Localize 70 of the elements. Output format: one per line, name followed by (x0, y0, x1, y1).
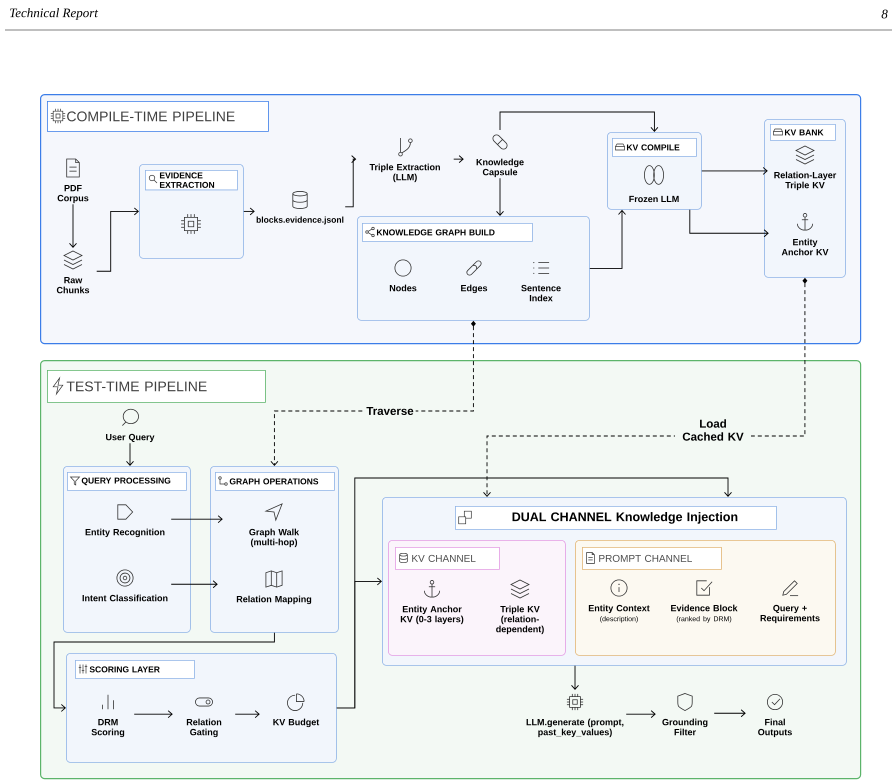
panel-heading: DUAL CHANNEL Knowledge Injection (455, 506, 777, 530)
step-label: blocks.evidence.jsonl (256, 216, 344, 224)
panel-heading: KV BANK (770, 124, 836, 141)
box-label: Frozen LLM (629, 196, 679, 202)
panel-heading: QUERY PROCESSING (67, 472, 187, 491)
arrow (496, 178, 504, 216)
step-label: Raw Chunks (56, 277, 90, 294)
step-label: Final Outputs (758, 718, 792, 738)
edge-label: Load Cached KV (675, 417, 751, 443)
step-label: Triple KV (relation-dependent) (496, 606, 544, 634)
panel (66, 653, 337, 763)
panel (607, 132, 702, 210)
panel-heading: EVIDENCE EXTRACTION (145, 170, 238, 190)
panel (575, 540, 836, 656)
step-label: Triple Extraction (LLM) (370, 164, 440, 182)
arrow (500, 112, 658, 132)
arrow (234, 710, 260, 718)
arrow (69, 204, 77, 248)
page-number: 8 (882, 10, 888, 18)
panel-heading: SCORING LAYER (75, 660, 195, 679)
arrow (689, 209, 769, 238)
step-label: Entity Recognition (86, 528, 164, 538)
arrow (336, 478, 732, 708)
step-label: Entity Anchor KV (0-3 layers) (400, 606, 464, 624)
arrow (96, 207, 139, 272)
arrow (453, 155, 464, 164)
step-label: Graph Walk (multi-hop) (249, 528, 300, 548)
step-label: Edges (461, 284, 488, 294)
step-label: Grounding Filter (662, 718, 708, 736)
panel-heading: KNOWLEDGE GRAPH BUILD (362, 223, 533, 242)
panel-heading: KV CHANNEL (395, 547, 500, 570)
step-label: Sentence Index (521, 284, 561, 302)
arrow (54, 632, 275, 712)
panel (357, 216, 590, 321)
arrow (126, 442, 134, 466)
arrow (714, 709, 746, 718)
panel-heading: KV COMPILE (612, 138, 697, 157)
arrow (571, 665, 579, 690)
step-label: Intent Classification (82, 594, 168, 602)
step-label: PDF Corpus (58, 185, 88, 204)
step-label: Relation Mapping (236, 596, 312, 604)
arrow (344, 155, 356, 208)
panel-heading: PROMPT CHANNEL (582, 547, 722, 570)
panel (210, 466, 339, 633)
panel-heading: GRAPH OPERATIONS (215, 472, 335, 491)
step-label: Entity Anchor KV (782, 238, 828, 256)
arrow (589, 210, 626, 269)
panel-heading: COMPILE-TIME PIPELINE (47, 101, 269, 132)
panel (139, 164, 244, 259)
step-label: User Query (106, 434, 154, 442)
step-label: Query + Requirements (760, 604, 820, 624)
step-label: DRM Scoring (92, 719, 124, 738)
panel (388, 540, 566, 656)
step-label: Relation-Layer Triple KV (774, 172, 836, 190)
arrow (626, 710, 656, 718)
arrow (170, 580, 218, 588)
arrow (134, 710, 173, 718)
arrow (243, 207, 255, 216)
arrow (701, 166, 768, 175)
step-label: LLM.generate (prompt, past_key_values) (526, 718, 624, 738)
running-header: Technical Report (10, 8, 98, 20)
step-label: Knowledge Capsule (476, 158, 524, 178)
step-label: Relation Gating (186, 718, 222, 738)
step-label: Nodes (390, 284, 416, 292)
panel-heading: TEST-TIME PIPELINE (47, 370, 266, 403)
panel (63, 466, 191, 633)
panel (764, 119, 846, 278)
edge-label: Traverse (364, 405, 416, 418)
step-label: KV Budget (273, 718, 320, 728)
arrow (170, 515, 223, 524)
